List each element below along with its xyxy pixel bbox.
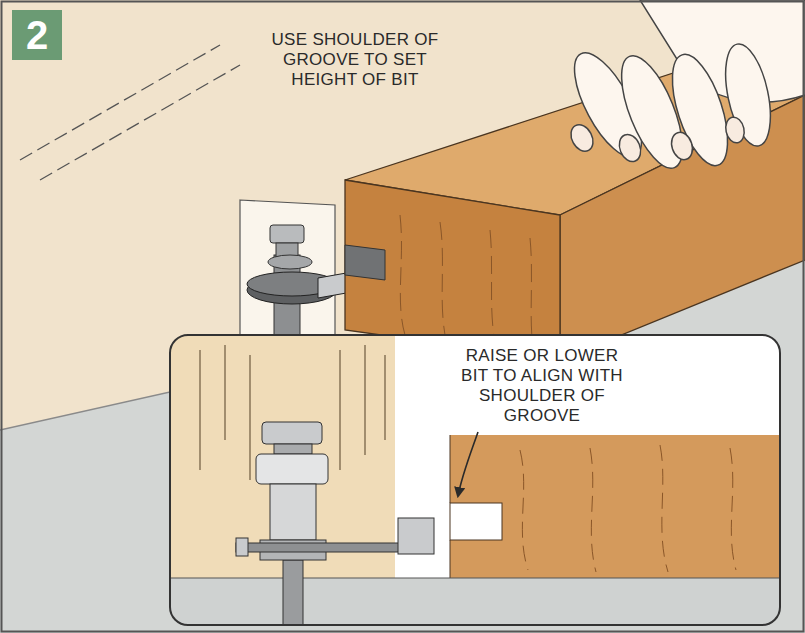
step-number-box: 2	[12, 10, 62, 60]
callout-text: RAISE OR LOWER BIT TO ALIGN WITH SHOULDE…	[452, 346, 632, 426]
fence-line	[20, 45, 220, 160]
hand	[561, 0, 805, 176]
fence-line	[40, 65, 240, 180]
detail-inset	[170, 335, 785, 630]
leader-arrow	[458, 432, 478, 496]
step-number: 2	[26, 15, 48, 55]
router-bit	[247, 225, 352, 335]
callout-text: USE SHOULDER OF GROOVE TO SET HEIGHT OF …	[250, 30, 460, 90]
